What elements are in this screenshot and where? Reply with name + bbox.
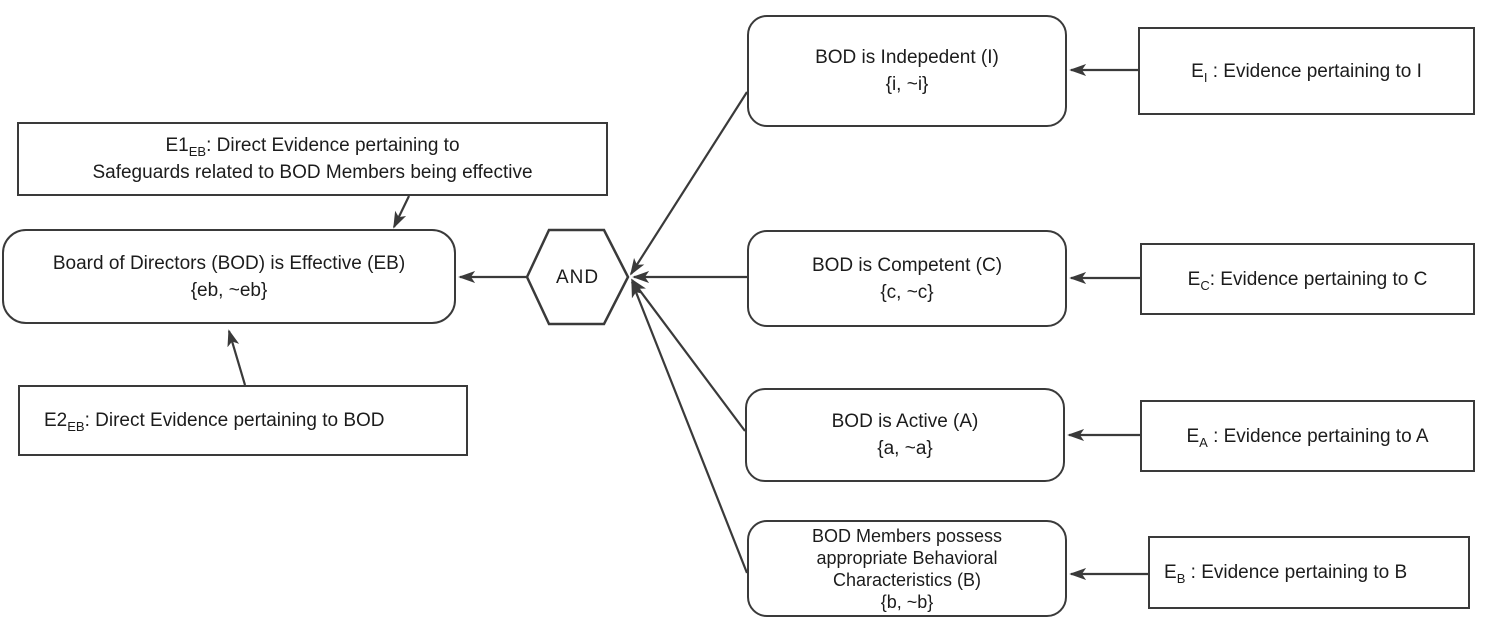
main-node-states: {eb, ~eb} <box>190 279 268 301</box>
and-gate-label: AND <box>555 266 600 288</box>
evidence-node-e1eb-line2: Safeguards related to BOD Members being … <box>92 162 533 183</box>
attribute-node-competent: BOD is Competent (C) {c, ~c} <box>747 230 1067 327</box>
attribute-node-behavioral-states: {b, ~b} <box>880 591 934 612</box>
attribute-node-independent-states: {i, ~i} <box>885 74 929 95</box>
attribute-node-active-states: {a, ~a} <box>877 438 933 459</box>
evidence-node-e2eb: E2EB: Direct Evidence pertaining to BOD <box>18 385 468 456</box>
evidence-node-ec: EC: Evidence pertaining to C <box>1140 243 1475 315</box>
attribute-node-behavioral: BOD Members possess appropriate Behavior… <box>747 520 1067 617</box>
attribute-node-independent: BOD is Indepedent (I) {i, ~i} <box>747 15 1067 127</box>
evidence-node-ei-line1: EI : Evidence pertaining to I <box>1191 60 1422 85</box>
attribute-node-independent-title: BOD is Indepedent (I) <box>815 47 999 68</box>
attribute-node-competent-states: {c, ~c} <box>880 281 934 303</box>
evidence-node-ei: EI : Evidence pertaining to I <box>1138 27 1475 115</box>
evidence-node-ec-line1: EC: Evidence pertaining to C <box>1187 268 1428 293</box>
edge-behavioral-to-and <box>630 280 749 574</box>
and-gate-hexagon <box>525 228 630 326</box>
evidence-node-eb: EB : Evidence pertaining to B <box>1148 536 1470 609</box>
main-node-bod-effective: Board of Directors (BOD) is Effective (E… <box>2 229 456 324</box>
edge-e2-to-main <box>227 329 247 386</box>
attribute-node-behavioral-title2: appropriate Behavioral <box>816 547 998 568</box>
evidence-node-ea-line1: EA : Evidence pertaining to A <box>1186 425 1429 450</box>
edge-independent-to-and <box>630 91 748 276</box>
evidence-node-e1eb-line1: E1EB: Direct Evidence pertaining to <box>165 135 460 159</box>
evidence-node-ea: EA : Evidence pertaining to A <box>1140 400 1475 472</box>
main-node-title: Board of Directors (BOD) is Effective (E… <box>52 252 406 274</box>
attribute-node-active: BOD is Active (A) {a, ~a} <box>745 388 1065 482</box>
edge-active-to-and <box>630 278 746 432</box>
evidence-node-e1eb: E1EB: Direct Evidence pertaining to Safe… <box>17 122 608 196</box>
attribute-node-active-title: BOD is Active (A) <box>831 411 979 432</box>
attribute-node-behavioral-title3: Characteristics (B) <box>832 569 982 590</box>
attribute-node-behavioral-title1: BOD Members possess <box>811 525 1003 546</box>
evidence-node-e2eb-line1: E2EB: Direct Evidence pertaining to BOD <box>44 410 385 434</box>
evidence-node-eb-line1: EB : Evidence pertaining to B <box>1164 562 1408 586</box>
edge-e1-to-main <box>393 195 410 229</box>
attribute-node-competent-title: BOD is Competent (C) <box>811 254 1003 276</box>
